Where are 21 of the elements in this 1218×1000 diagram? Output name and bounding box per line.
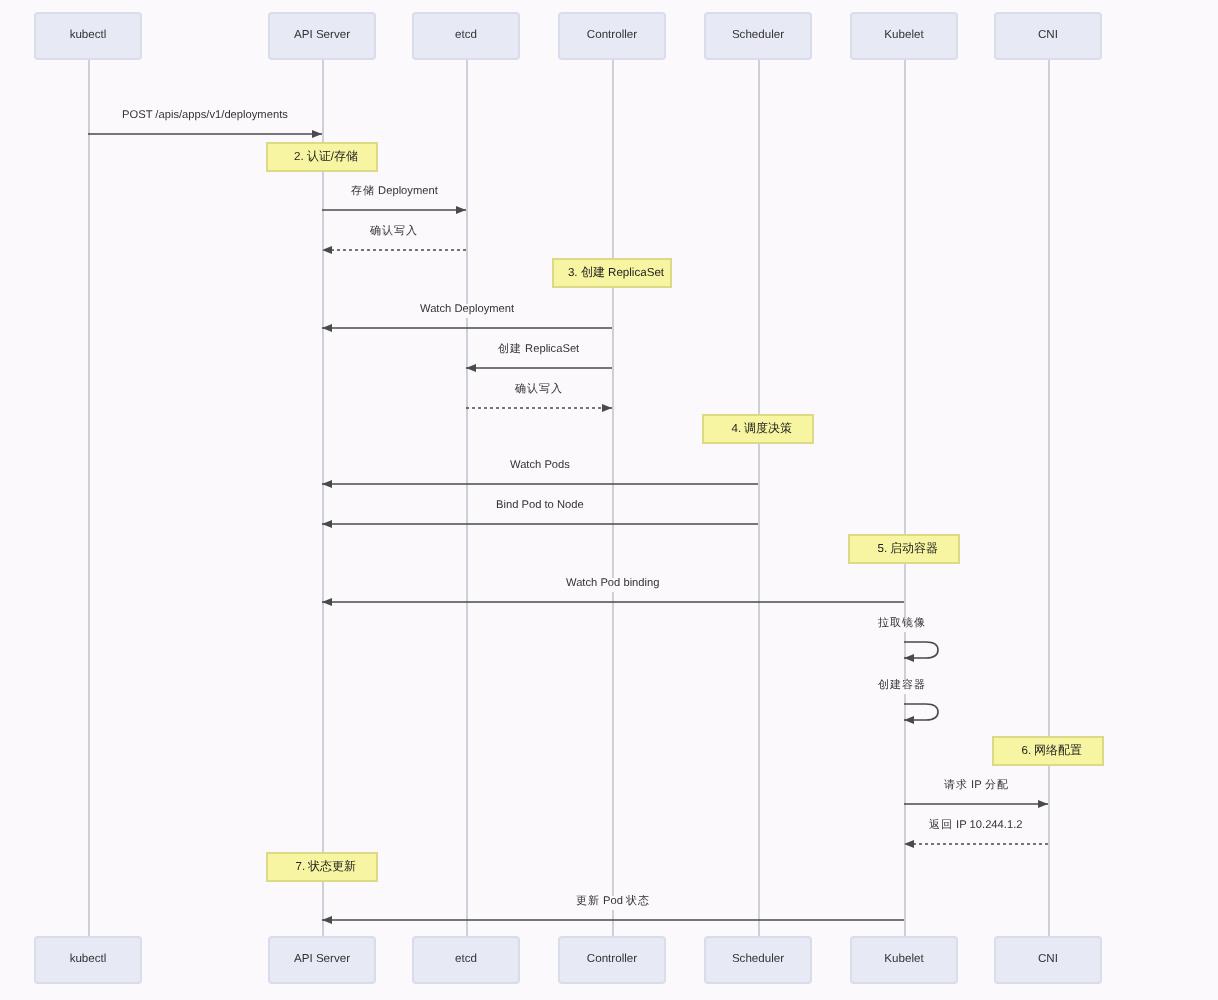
arrow [321, 598, 905, 606]
arrow [321, 206, 467, 214]
lifeline [321, 60, 323, 936]
arrow [903, 800, 1049, 808]
lifeline [465, 60, 467, 936]
lifeline [611, 60, 613, 936]
lifeline [757, 60, 759, 936]
arrow [321, 324, 613, 332]
arrow [321, 916, 905, 924]
dashed-arrow [903, 840, 1049, 848]
lifeline [87, 60, 89, 936]
lifeline [903, 60, 905, 936]
arrow [87, 130, 323, 138]
lifeline [1047, 60, 1049, 936]
arrow [465, 364, 613, 372]
arrow [321, 520, 759, 528]
arrow [321, 480, 759, 488]
self-loop-arrow [903, 641, 939, 662]
dashed-arrow [321, 246, 467, 254]
dashed-arrow [465, 404, 613, 412]
self-loop-arrow [903, 703, 939, 724]
